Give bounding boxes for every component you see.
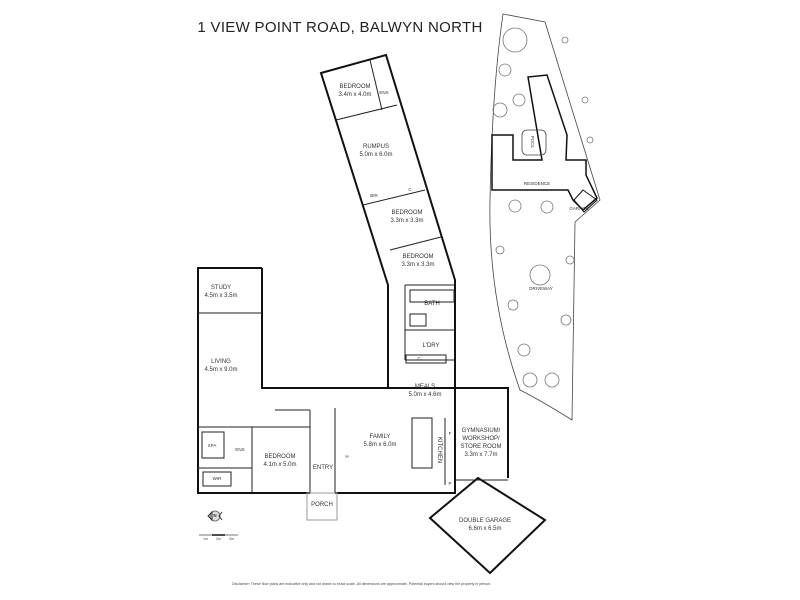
room-dims: 3.3m x 7.7m <box>464 452 498 458</box>
courtyard-wall <box>261 268 389 389</box>
spa-fixture <box>201 431 225 459</box>
room-name: BEDROOM <box>339 84 371 90</box>
room-dims: 4.5m x 3.5m <box>204 293 238 299</box>
disclaimer: Disclaimer: These floor plans are indica… <box>232 582 492 586</box>
room-name: LIVING <box>211 359 231 365</box>
room-double-garage: DOUBLE GARAGE 6.6m x 6.5m <box>459 517 511 533</box>
room-study: STUDY 4.5m x 3.5m <box>204 284 237 300</box>
room-gymnasium: GYMNASIUM/ WORKSHOP/ STORE ROOM 3.3m x 7.… <box>459 427 503 459</box>
page-title: 1 VIEW POINT ROAD, BALWYN NORTH <box>197 19 483 36</box>
room-name: DOUBLE GARAGE <box>458 518 512 524</box>
room-family: FAMILY 5.8m x 6.0m <box>363 433 396 449</box>
room-rumpus: RUMPUS 5.0m x 6.0m <box>359 143 392 159</box>
room-meals: MEALS 5.0m x 4.6m <box>408 383 441 399</box>
site-boundary <box>489 13 601 421</box>
pantry-label: P <box>448 481 452 486</box>
site-garage-label: GARAGE <box>569 206 589 211</box>
fridge-label: F <box>448 431 452 436</box>
room-kitchen: KITCHEN <box>436 436 442 464</box>
room-bath: BATH <box>424 301 440 307</box>
kitchen-island <box>411 417 433 469</box>
porch-outline <box>306 492 338 521</box>
scale-2m: 2m <box>216 537 221 541</box>
room-name: GYMNASIUM/ WORKSHOP/ STORE ROOM <box>460 428 502 450</box>
garage-wall <box>428 476 547 575</box>
cupboard-label: C <box>408 187 412 192</box>
spa-label: SPA <box>207 443 217 448</box>
room-wir: WIR <box>212 476 222 481</box>
laundry-cupboard-label: C <box>417 356 421 361</box>
internal-walls <box>198 59 508 521</box>
room-bedroom-main: BEDROOM 4.1m x 5.0m <box>263 453 296 469</box>
bathtub-fixture <box>409 289 455 303</box>
room-name: RUMPUS <box>362 144 390 150</box>
site-pool-label: POOL <box>530 135 535 149</box>
laundry-bench <box>405 354 447 364</box>
room-dims: 4.5m x 9.0m <box>204 367 238 373</box>
room-name: STUDY <box>210 285 232 291</box>
room-living: LIVING 4.5m x 9.0m <box>204 358 237 374</box>
room-dims: 3.3m x 3.3m <box>401 262 435 268</box>
room-dims: 5.0m x 6.0m <box>359 152 393 158</box>
scale-3m: 3m <box>229 537 234 541</box>
h-label: H <box>345 454 349 459</box>
site-residence-label: RESIDENCE <box>523 181 551 186</box>
site-driveway-label: DRIVEWAY <box>529 286 553 291</box>
room-name: BEDROOM <box>391 210 423 216</box>
room-laundry: L'DRY <box>422 343 440 349</box>
living-wing-wall <box>197 267 310 494</box>
room-bedroom-3: BEDROOM 3.3m x 3.3m <box>401 253 434 269</box>
residence-outline <box>491 74 598 212</box>
compass-letter: N <box>213 513 217 518</box>
scale-1m: 1m <box>203 537 208 541</box>
room-bedroom-2: BEDROOM 3.3m x 3.3m <box>390 209 423 225</box>
site-garage-outline <box>573 189 598 213</box>
south-wall <box>335 387 509 494</box>
bir-label: BIR <box>370 193 378 198</box>
room-ensuite-1: ENS <box>379 90 389 95</box>
north-compass-icon <box>207 510 223 522</box>
room-ensuite-2: ENS <box>235 447 245 452</box>
room-dims: 5.8m x 6.0m <box>363 442 397 448</box>
room-dims: 3.4m x 4.0m <box>338 92 372 98</box>
wir-fixture <box>202 471 232 487</box>
room-name: BEDROOM <box>264 454 296 460</box>
site-pool-outline <box>521 129 547 156</box>
room-porch: PORCH <box>311 502 333 508</box>
trees <box>492 27 594 388</box>
room-dims: 4.1m x 5.0m <box>263 462 297 468</box>
toilet-fixture <box>409 313 427 327</box>
room-dims: 5.0m x 4.6m <box>408 392 442 398</box>
room-bedroom-1: BEDROOM 3.4m x 4.0m <box>338 83 371 99</box>
room-entry: ENTRY <box>312 465 334 471</box>
room-name: BEDROOM <box>402 254 434 260</box>
room-name: MEALS <box>414 384 436 390</box>
room-name: FAMILY <box>369 434 391 440</box>
room-dims: 3.3m x 3.3m <box>390 218 424 224</box>
room-dims: 6.6m x 6.5m <box>468 526 502 532</box>
